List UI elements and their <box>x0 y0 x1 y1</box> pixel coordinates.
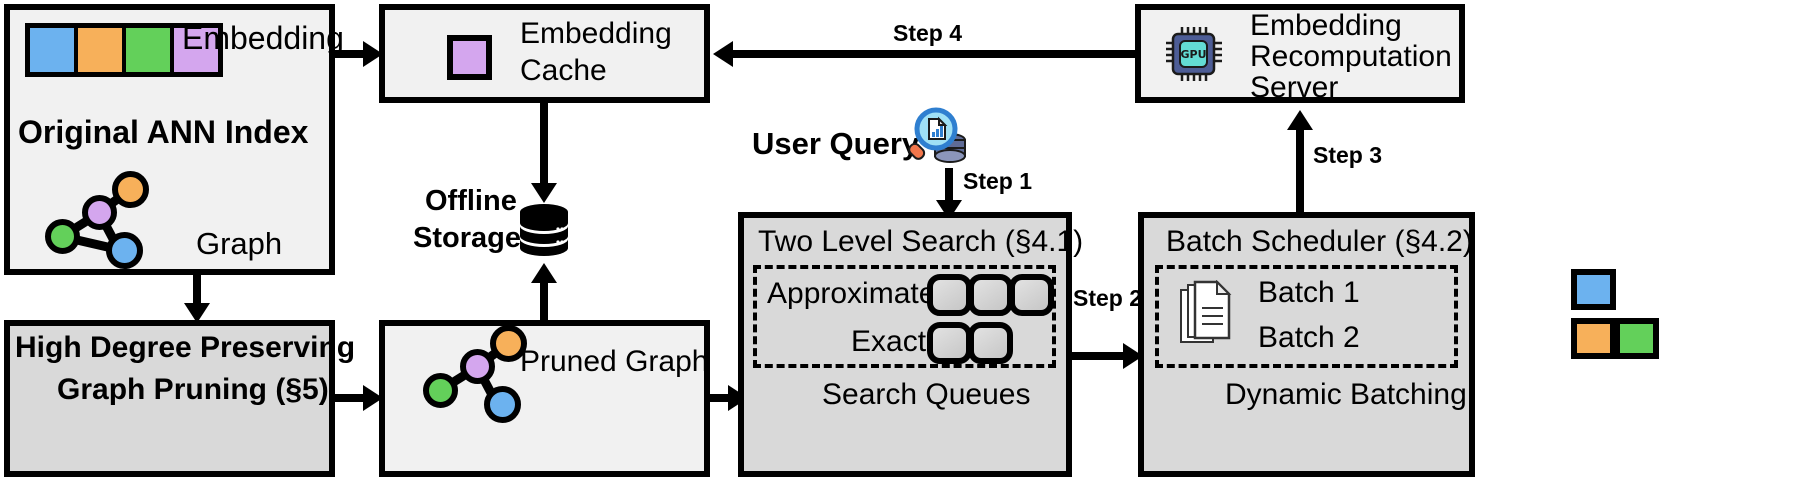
documents-stack-icon <box>1177 279 1233 348</box>
batch-2-label: Batch 2 <box>1258 321 1360 354</box>
graph-pruning-title-line1: High Degree Preserving <box>15 331 356 364</box>
step1-label: Step 1 <box>963 168 1033 194</box>
embedding-cache-box <box>379 4 710 103</box>
recomputation-server-title-line2: Recomputation <box>1250 40 1452 73</box>
step3-label: Step 3 <box>1313 142 1383 168</box>
exact-label: Exact <box>851 325 927 358</box>
step4-label: Step 4 <box>893 20 963 46</box>
arrow-head-down <box>184 303 210 323</box>
approximate-slot[interactable] <box>927 274 972 316</box>
embedding-vector-strip <box>25 23 223 77</box>
recomputation-server-title-line3: Server <box>1250 71 1339 104</box>
exact-slot[interactable] <box>927 322 972 364</box>
svg-text:GPU: GPU <box>1180 48 1206 61</box>
arrow-head-right <box>363 41 383 67</box>
pruned-node-purple <box>460 349 495 384</box>
pruned-node-blue <box>484 386 521 423</box>
batch-scheduler-box <box>1138 212 1475 477</box>
arrow-index-to-cache <box>335 50 365 58</box>
embedding-cache-chip-icon <box>447 35 492 80</box>
arrow-head-up <box>1287 110 1313 130</box>
pruned-node-green <box>423 373 458 408</box>
arrow-cache-to-storage <box>540 103 548 185</box>
exact-slot[interactable] <box>968 322 1013 364</box>
search-queues-dashed-region <box>753 265 1056 368</box>
arrow-pruned-graph-to-storage <box>540 283 548 321</box>
batch-2-item-orange <box>1571 318 1616 359</box>
arrow-step3 <box>1296 128 1304 212</box>
embedding-label: Embedding <box>182 20 344 56</box>
arrow-head-right <box>363 385 383 411</box>
batch-1-item-blue <box>1571 269 1616 310</box>
approximate-label: Approximate <box>767 277 936 310</box>
arrow-head-down <box>531 183 557 203</box>
two-level-search-box <box>738 212 1072 477</box>
batch-2-item-green <box>1614 318 1659 359</box>
search-queues-footer: Search Queues <box>822 378 1031 411</box>
arrow-pruning-to-pruned-graph <box>335 394 365 402</box>
magnifier-document-database-icon <box>903 104 971 172</box>
embedding-cache-title-line2: Cache <box>520 54 607 87</box>
graph-pruning-title-line2: Graph Pruning (§5) <box>57 373 329 406</box>
graph-node-green <box>45 219 80 254</box>
batch-1-label: Batch 1 <box>1258 276 1360 309</box>
original-ann-index-title: Original ANN Index <box>18 114 309 150</box>
user-query-label: User Query <box>752 126 920 161</box>
batch-scheduler-title: Batch Scheduler (§4.2) <box>1166 225 1473 258</box>
offline-storage-label-line1: Offline <box>425 185 517 217</box>
approximate-slot[interactable] <box>968 274 1013 316</box>
graph-node-blue <box>106 232 143 269</box>
dynamic-batching-dashed-region <box>1155 265 1458 368</box>
arrow-head-up <box>531 263 557 283</box>
graph-node-purple <box>82 195 117 230</box>
graph-label: Graph <box>196 226 283 261</box>
arrow-index-to-pruning <box>193 275 201 305</box>
gpu-chip-icon: GPU <box>1163 25 1223 83</box>
arrow-step1 <box>945 168 953 202</box>
graph-pruning-box <box>4 320 335 477</box>
embedding-cell-orange <box>78 28 126 72</box>
embedding-cell-green <box>126 28 174 72</box>
arrow-head-left <box>713 41 733 67</box>
arrow-step2 <box>1072 352 1130 360</box>
recomputation-server-title-line1: Embedding <box>1250 9 1402 42</box>
database-cylinder-icon <box>518 203 570 257</box>
two-level-search-title: Two Level Search (§4.1) <box>758 225 1084 258</box>
graph-node-orange <box>112 171 149 208</box>
offline-storage-label-line2: Storage <box>413 222 521 254</box>
arrow-pruned-graph-to-search <box>710 394 735 402</box>
dynamic-batching-footer: Dynamic Batching <box>1225 378 1467 411</box>
embedding-cell-blue <box>30 28 78 72</box>
pruned-graph-label: Pruned Graph <box>520 345 709 378</box>
step2-label: Step 2 <box>1073 285 1143 311</box>
embedding-cell-purple <box>174 28 218 72</box>
arrow-step4 <box>733 50 1135 58</box>
pruned-node-orange <box>490 325 527 362</box>
approximate-slot[interactable] <box>1009 274 1054 316</box>
embedding-cache-title-line1: Embedding <box>520 17 672 50</box>
